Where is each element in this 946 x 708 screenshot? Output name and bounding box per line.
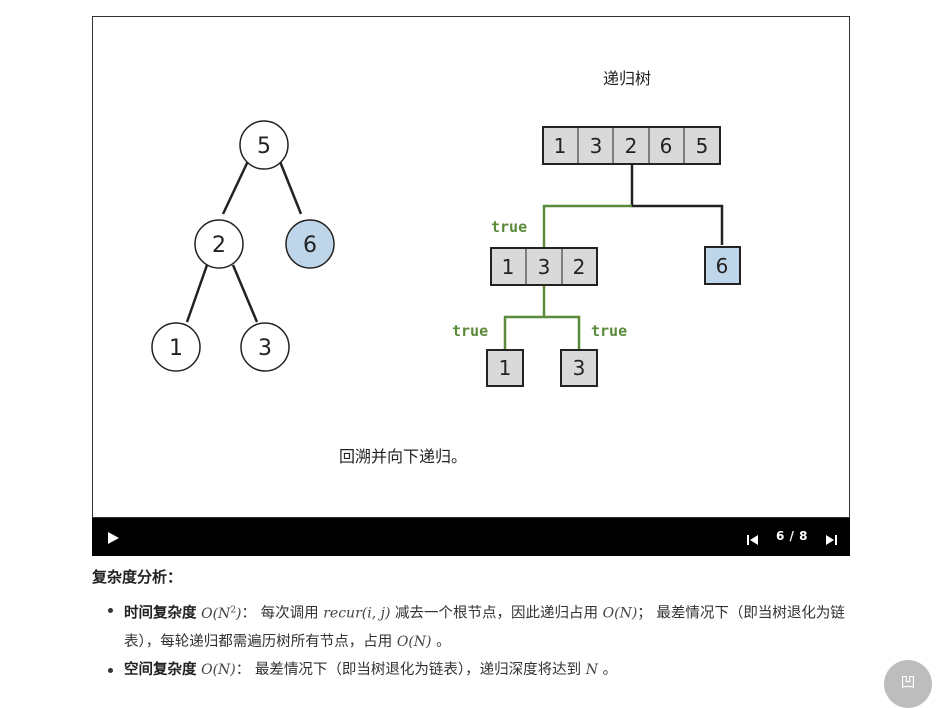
complexity-heading: 复杂度分析： — [92, 568, 183, 586]
space-complexity-label: 空间复杂度 — [124, 661, 197, 678]
back-to-top-icon: 凹 — [900, 673, 916, 691]
true-label: true — [452, 322, 488, 340]
play-icon — [108, 532, 119, 544]
play-button[interactable] — [106, 530, 120, 544]
leaf-left-label: 1 — [499, 356, 512, 380]
leaf-left: 1 — [486, 349, 524, 387]
root-cell: 1 — [554, 134, 567, 158]
time-complexity-label: 时间复杂度 — [124, 605, 197, 622]
true-label: true — [591, 322, 627, 340]
root-cell: 5 — [696, 134, 709, 158]
mid-cell: 3 — [538, 255, 551, 279]
right-leaf: 6 — [704, 246, 741, 285]
leaf-right-label: 3 — [573, 356, 586, 380]
back-to-top-button[interactable]: 凹 — [884, 660, 932, 708]
math-expr: O(N) — [602, 605, 638, 622]
root-cell: 2 — [625, 134, 638, 158]
skip-previous-icon — [747, 535, 758, 545]
edge-5-2 — [221, 158, 251, 215]
complexity-list: 时间复杂度 O(N2)： 每次调用 recur(i, j) 减去一个根节点，因此… — [92, 596, 852, 684]
time-complexity-item: 时间复杂度 O(N2)： 每次调用 recur(i, j) 减去一个根节点，因此… — [108, 596, 852, 656]
tree-node-label: 3 — [258, 336, 272, 361]
next-slide-button[interactable] — [824, 531, 838, 545]
tree-node-5: 5 — [239, 120, 289, 170]
slide-player-controls: 6 / 8 — [92, 518, 850, 556]
root-cell: 3 — [590, 134, 603, 158]
space-complexity-formula: O(N) — [201, 661, 236, 678]
tree-node-1: 1 — [151, 322, 201, 372]
left-tree-edges — [185, 158, 303, 323]
edge-5-6 — [277, 158, 303, 215]
tree-node-label: 6 — [303, 233, 317, 258]
slide-caption: 回溯并向下递归。 — [338, 447, 467, 466]
mid-cell: 2 — [573, 255, 586, 279]
skip-next-icon — [826, 535, 837, 545]
math-expr: N — [585, 661, 598, 678]
true-label: true — [491, 218, 527, 236]
math-expr: O(N) — [396, 633, 432, 650]
tree-node-label: 5 — [257, 134, 271, 159]
slide-diagram: 5 2 6 1 3 — [151, 120, 741, 387]
previous-slide-button[interactable] — [746, 531, 760, 545]
tree-node-label: 2 — [212, 233, 226, 258]
math-expr: recur(i, j) — [323, 605, 391, 622]
tree-node-3: 3 — [240, 322, 290, 372]
recursion-tree-title: 递归树 — [602, 69, 651, 88]
tree-node-2: 2 — [194, 219, 244, 269]
slide-canvas: 5 2 6 1 3 — [92, 16, 850, 518]
tree-node-label: 1 — [169, 336, 183, 361]
mid-cell: 1 — [502, 255, 515, 279]
edge-2-1 — [185, 264, 209, 323]
space-complexity-item: 空间复杂度 O(N)： 最差情况下（即当树退化为链表），递归深度将达到 N 。 — [108, 656, 852, 684]
edge-2-3 — [231, 264, 259, 323]
root-array: 1 3 2 6 5 — [542, 126, 721, 165]
mid-array: 1 3 2 — [490, 247, 598, 286]
leaf-right: 3 — [560, 349, 598, 387]
slide-counter: 6 / 8 — [776, 529, 808, 543]
time-complexity-formula: O(N2) — [201, 605, 242, 622]
recursion-tree-edges — [503, 164, 724, 350]
right-leaf-label: 6 — [716, 254, 729, 278]
root-cell: 6 — [660, 134, 673, 158]
tree-node-6: 6 — [285, 219, 335, 269]
